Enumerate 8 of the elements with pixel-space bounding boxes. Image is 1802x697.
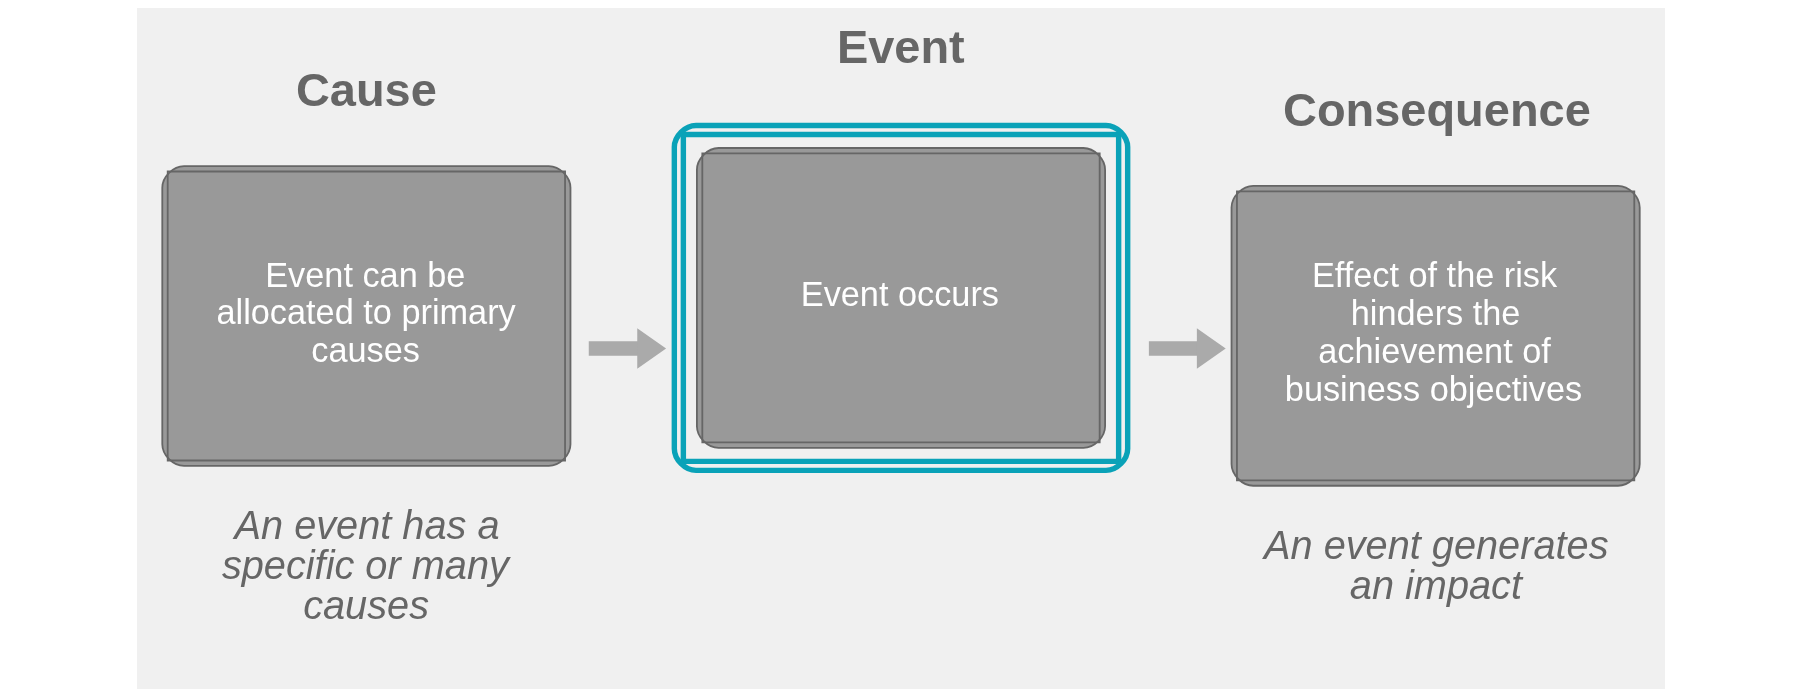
node-label: Event bbox=[836, 19, 965, 73]
node-label: An event generates an impact bbox=[1264, 523, 1609, 607]
node-box: Event occurs bbox=[671, 122, 1131, 474]
node-label: Cause bbox=[295, 63, 437, 117]
node-label: Consequence bbox=[1283, 82, 1591, 136]
arrow bbox=[1148, 328, 1226, 369]
node-label: An event has a specific or many causes bbox=[221, 503, 509, 627]
arrow bbox=[588, 328, 667, 369]
